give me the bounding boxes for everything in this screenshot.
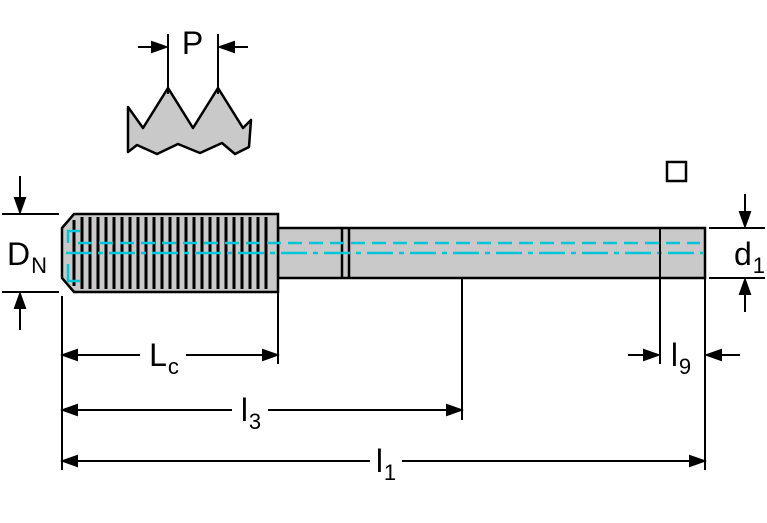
label-d1-main: d: [734, 236, 752, 272]
label-nominal-diameter: DN: [7, 236, 47, 277]
l3-arrowhead-left: [60, 403, 78, 417]
label-pitch-main: P: [181, 25, 204, 61]
thread-profile-shape: [126, 86, 253, 156]
d1-arrowhead-bottom: [738, 277, 752, 295]
l3-arrowhead-right: [446, 403, 464, 417]
dimension-l1: [60, 454, 707, 468]
dn-arrowhead-bottom: [13, 291, 27, 309]
coolant-exit-mark-top: [66, 229, 80, 243]
label-l1-main: l: [375, 443, 383, 479]
d1-arrowhead-top: [738, 211, 752, 229]
label-shank-diameter: d1: [734, 236, 765, 277]
extension-lines: [61, 228, 706, 470]
label-overall-length: l1: [375, 443, 396, 484]
label-length-l3: l3: [240, 392, 261, 433]
label-lc-sub: c: [167, 354, 179, 379]
square-drive-symbol: [665, 160, 688, 183]
dimension-l9: [628, 348, 740, 362]
label-dn-sub: N: [31, 253, 47, 278]
l1-arrowhead-right: [689, 454, 707, 468]
dimension-l3: [60, 403, 464, 417]
label-thread-length: Lc: [149, 337, 179, 378]
l9-arrowhead-left: [643, 348, 661, 362]
coolant-lines: [66, 229, 703, 283]
lc-arrowhead-left: [60, 348, 78, 362]
dimension-dn: [2, 176, 59, 330]
dn-arrowhead-top: [13, 197, 27, 215]
l9-arrowhead-right: [704, 348, 722, 362]
dimension-d1: [709, 194, 765, 312]
label-dn-main: D: [7, 236, 31, 272]
label-l9-main: l: [670, 337, 678, 373]
pitch-dimension: [138, 34, 248, 94]
label-pitch: P: [182, 27, 204, 59]
label-l3-main: l: [240, 392, 248, 428]
label-d1-sub: 1: [752, 253, 766, 278]
pitch-arrowhead-left: [151, 40, 169, 54]
label-l9-sub: 9: [678, 354, 692, 379]
pitch-arrowhead-right: [217, 40, 235, 54]
l1-arrowhead-left: [60, 454, 78, 468]
thread-profile-detail: [126, 34, 253, 156]
lc-arrowhead-right: [262, 348, 280, 362]
label-l1-sub: 1: [383, 460, 397, 485]
label-l3-sub: 3: [248, 409, 262, 434]
tap-body: [60, 160, 707, 294]
dimension-lc: [60, 348, 280, 362]
label-lc-main: L: [149, 337, 167, 373]
label-square-length: l9: [670, 337, 691, 378]
coolant-exit-mark-bottom: [66, 264, 80, 283]
